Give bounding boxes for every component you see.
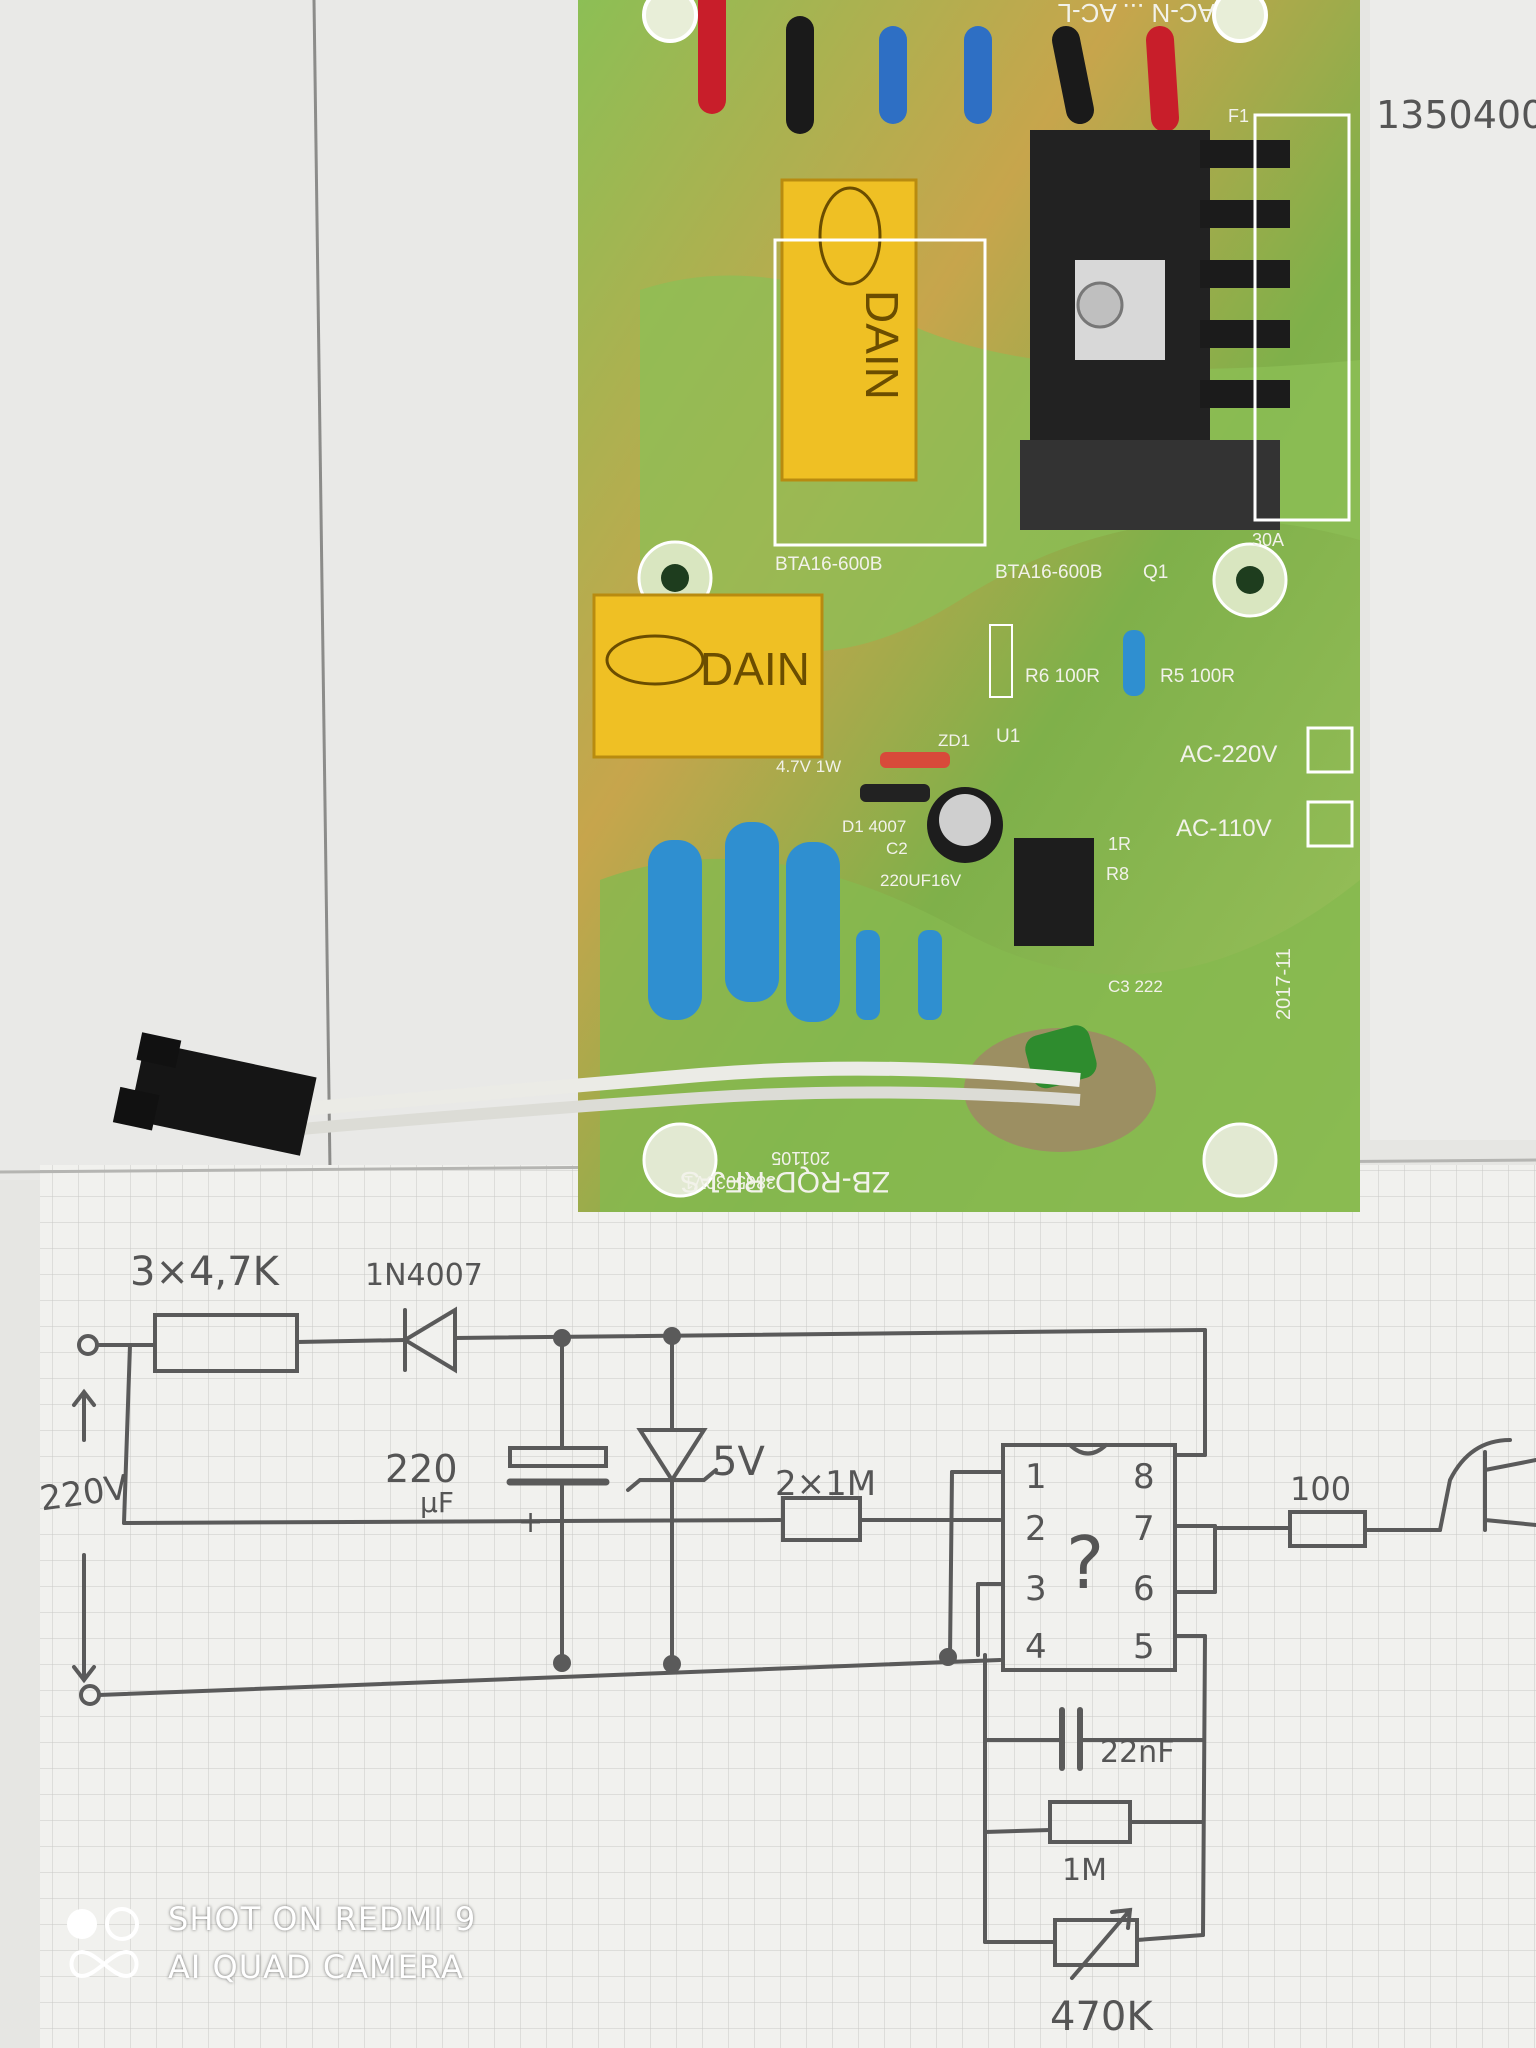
fuse-label: F1: [1228, 106, 1249, 126]
ic-pin-1: 1: [1025, 1457, 1047, 1497]
capacitor-top: [939, 794, 991, 846]
pcb-board: AC-N ... AC-L DAIN DAIN: [578, 0, 1360, 1212]
board-id: ZB-RQD-RFJ-S: [680, 1165, 890, 1198]
fuse-holder: [1253, 113, 1351, 522]
triac1-label: BTA16-600B: [775, 554, 882, 575]
zener-diode: [880, 752, 950, 768]
pcb-top-labels: AC-N ... AC-L: [1058, 0, 1215, 28]
background-sheet-right: [1370, 0, 1536, 1140]
grid-paper-lines: [40, 1165, 1536, 2048]
board-date: 201105: [771, 1148, 830, 1168]
cap-value: 220UF16V: [880, 871, 962, 890]
white-wire: [289, 1086, 1081, 1136]
label-cap-plus: +: [518, 1505, 543, 1540]
zener-label: ZD1: [938, 731, 970, 750]
triac1-outline: [773, 238, 987, 547]
ic-pin-6: 6: [1133, 1569, 1155, 1609]
ic-symbol: [1001, 1443, 1177, 1672]
r6-outline: [989, 624, 1013, 698]
r5-label: R5 100R: [1160, 666, 1235, 687]
board-code: 3865030V1: [684, 1172, 776, 1192]
label-cap-value: 220: [385, 1447, 458, 1491]
mount-hole: [1212, 0, 1268, 43]
r8-value: 1R: [1108, 834, 1131, 854]
watermark-line-2: AI QUAD CAMERA: [168, 1948, 464, 1986]
label-pot: 470K: [1050, 1994, 1154, 2040]
white-wire: [289, 1061, 1081, 1117]
ac220-label: AC-220V: [1180, 741, 1277, 768]
margin-note: 1350400: [1376, 93, 1536, 137]
ic-pin-8: 8: [1133, 1457, 1155, 1497]
watermark-line-1: SHOT ON REDMI 9: [168, 1900, 477, 1938]
resistor-bank: [648, 822, 942, 1022]
mosfet-symbol: [1438, 1438, 1536, 1532]
fuse-rating: 30A: [1252, 530, 1284, 550]
zener-value: 4.7V 1W: [776, 757, 841, 776]
label-cap-unit: μF: [420, 1486, 454, 1519]
r8-label: R8: [1106, 864, 1129, 884]
glue-blob: [964, 1028, 1156, 1152]
ic-pin-3: 3: [1025, 1569, 1047, 1609]
camera-watermark: SHOT ON REDMI 9 AI QUAD CAMERA: [64, 1898, 544, 1998]
diode-label: D1 4007: [842, 817, 906, 836]
label-ic-unknown: ?: [1066, 1521, 1104, 1605]
heatsink: [1020, 130, 1290, 530]
ic-pin-2: 2: [1025, 1509, 1047, 1549]
ic-pin-7: 7: [1133, 1509, 1155, 1549]
mount-hole: [661, 564, 689, 592]
mount-hole: [1202, 1122, 1278, 1198]
mount-hole: [1236, 566, 1264, 594]
background-sheet-left: [0, 0, 580, 1180]
label-resistor-100: 100: [1290, 1470, 1351, 1508]
triac2-label: BTA16-600B: [995, 562, 1102, 583]
wire-red: [1146, 26, 1179, 132]
camera-lens-icon: [67, 1907, 139, 1979]
diode-symbol: [401, 1306, 457, 1374]
electrolytic-cap: [508, 1446, 608, 1468]
top-wires: [698, 0, 1179, 134]
ac110-label: AC-110V: [1176, 815, 1272, 842]
relay-brand-lower: DAIN: [700, 643, 810, 695]
c2-label: C2: [886, 839, 908, 858]
c3-label: C3 222: [1108, 977, 1163, 996]
q1-label: Q1: [1143, 562, 1168, 583]
schematic: [72, 1306, 1536, 1980]
relay-upper: DAIN: [780, 178, 918, 482]
ic-chip: [1014, 838, 1094, 946]
pot-arrow: [1070, 1907, 1133, 1980]
ic-pin-5: 5: [1133, 1627, 1155, 1667]
schematic-labels: 3×4,7K 1N4007 220V 220 μF + 5V 2×1M ? 1 …: [37, 1249, 1351, 2040]
ic-pin-4: 4: [1025, 1627, 1047, 1667]
label-resistor-1m: 1M: [1062, 1853, 1107, 1888]
relay-lower: DAIN: [592, 593, 824, 759]
revision-label: 2017-11: [1273, 948, 1295, 1020]
label-resistor-in: 3×4,7K: [130, 1249, 281, 1295]
paper-fold-line: [312, 0, 332, 1171]
diode-1n4007: [860, 784, 930, 802]
label-cap-22nf: 22nF: [1100, 1735, 1174, 1770]
label-resistor-2x1m: 2×1M: [775, 1464, 876, 1504]
u1-label: U1: [996, 726, 1020, 747]
label-diode: 1N4007: [365, 1258, 483, 1293]
r6-label: R6 100R: [1025, 666, 1100, 687]
ac110-pad: [1306, 800, 1354, 848]
mount-hole: [642, 1122, 718, 1198]
mount-hole: [642, 0, 698, 43]
relay-brand-upper: DAIN: [856, 290, 908, 400]
resistor-r5: [1123, 630, 1145, 696]
jst-connector: [112, 1032, 317, 1156]
wire-black: [1052, 26, 1094, 124]
ac220-pad: [1306, 726, 1354, 774]
potentiometer: [1053, 1918, 1139, 1967]
label-zener: 5V: [712, 1439, 765, 1485]
